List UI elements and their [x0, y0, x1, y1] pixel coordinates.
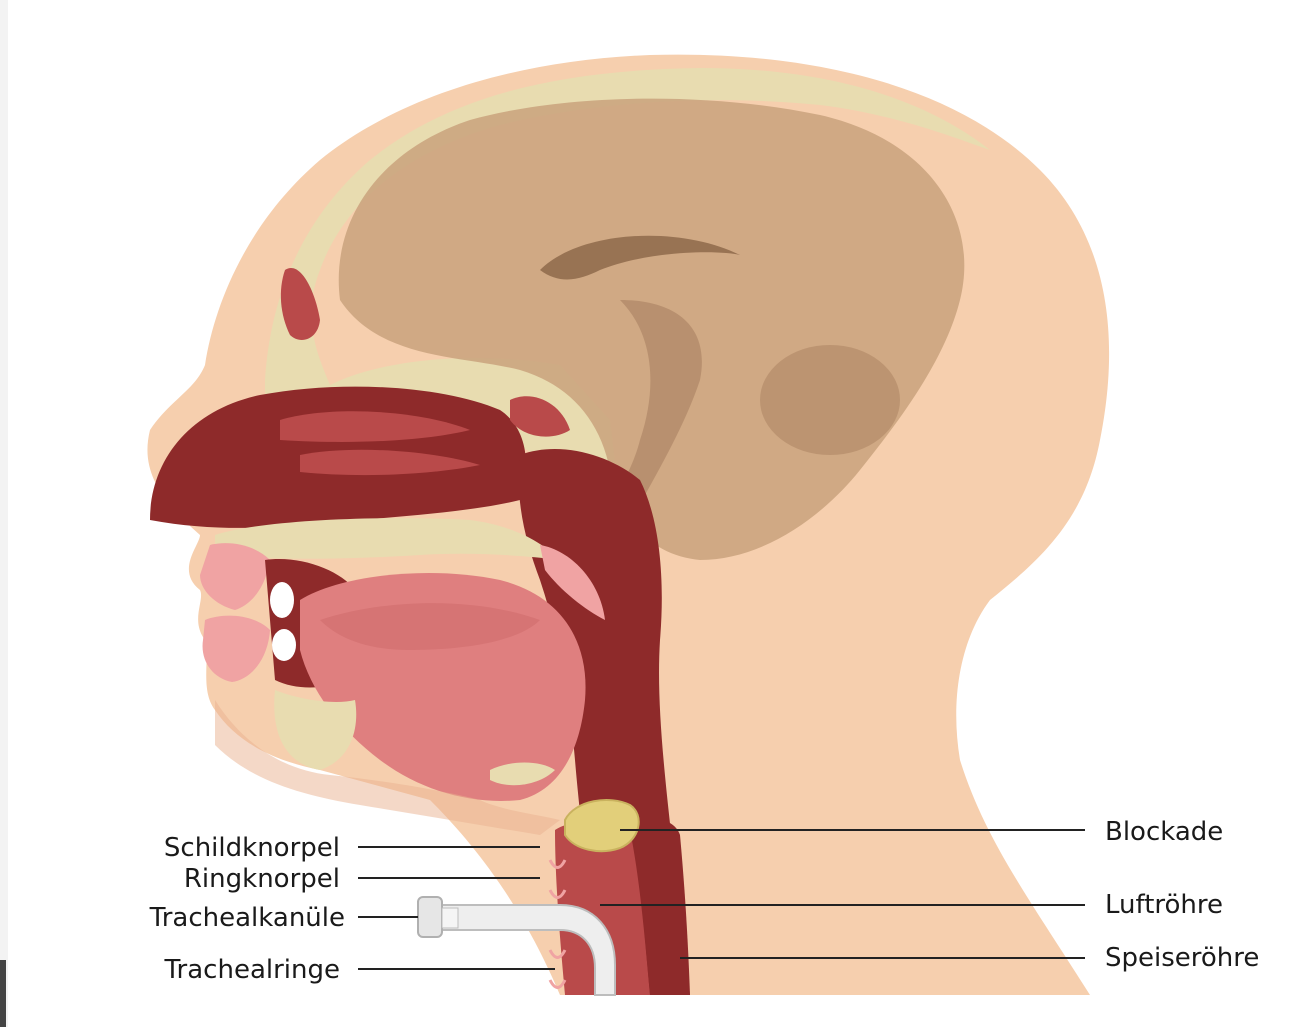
lower-tooth — [272, 629, 296, 661]
cannula-flange — [418, 897, 442, 937]
label-schildknorpel: Schildknorpel — [164, 833, 340, 863]
upper-tooth — [270, 582, 294, 618]
cannula-connector — [442, 908, 458, 928]
left-edge-mark — [0, 0, 8, 1027]
label-trachealkanuele: Trachealkanüle — [149, 903, 345, 933]
label-ringknorpel: Ringknorpel — [184, 864, 340, 894]
label-speiseroehre: Speiseröhre — [1105, 943, 1259, 973]
label-luftroehre: Luftröhre — [1105, 890, 1223, 920]
blockade — [565, 800, 639, 851]
cerebellum — [760, 345, 900, 455]
label-blockade: Blockade — [1105, 817, 1223, 847]
corner-mark — [0, 960, 6, 1027]
label-trachealringe: Trachealringe — [164, 955, 341, 985]
